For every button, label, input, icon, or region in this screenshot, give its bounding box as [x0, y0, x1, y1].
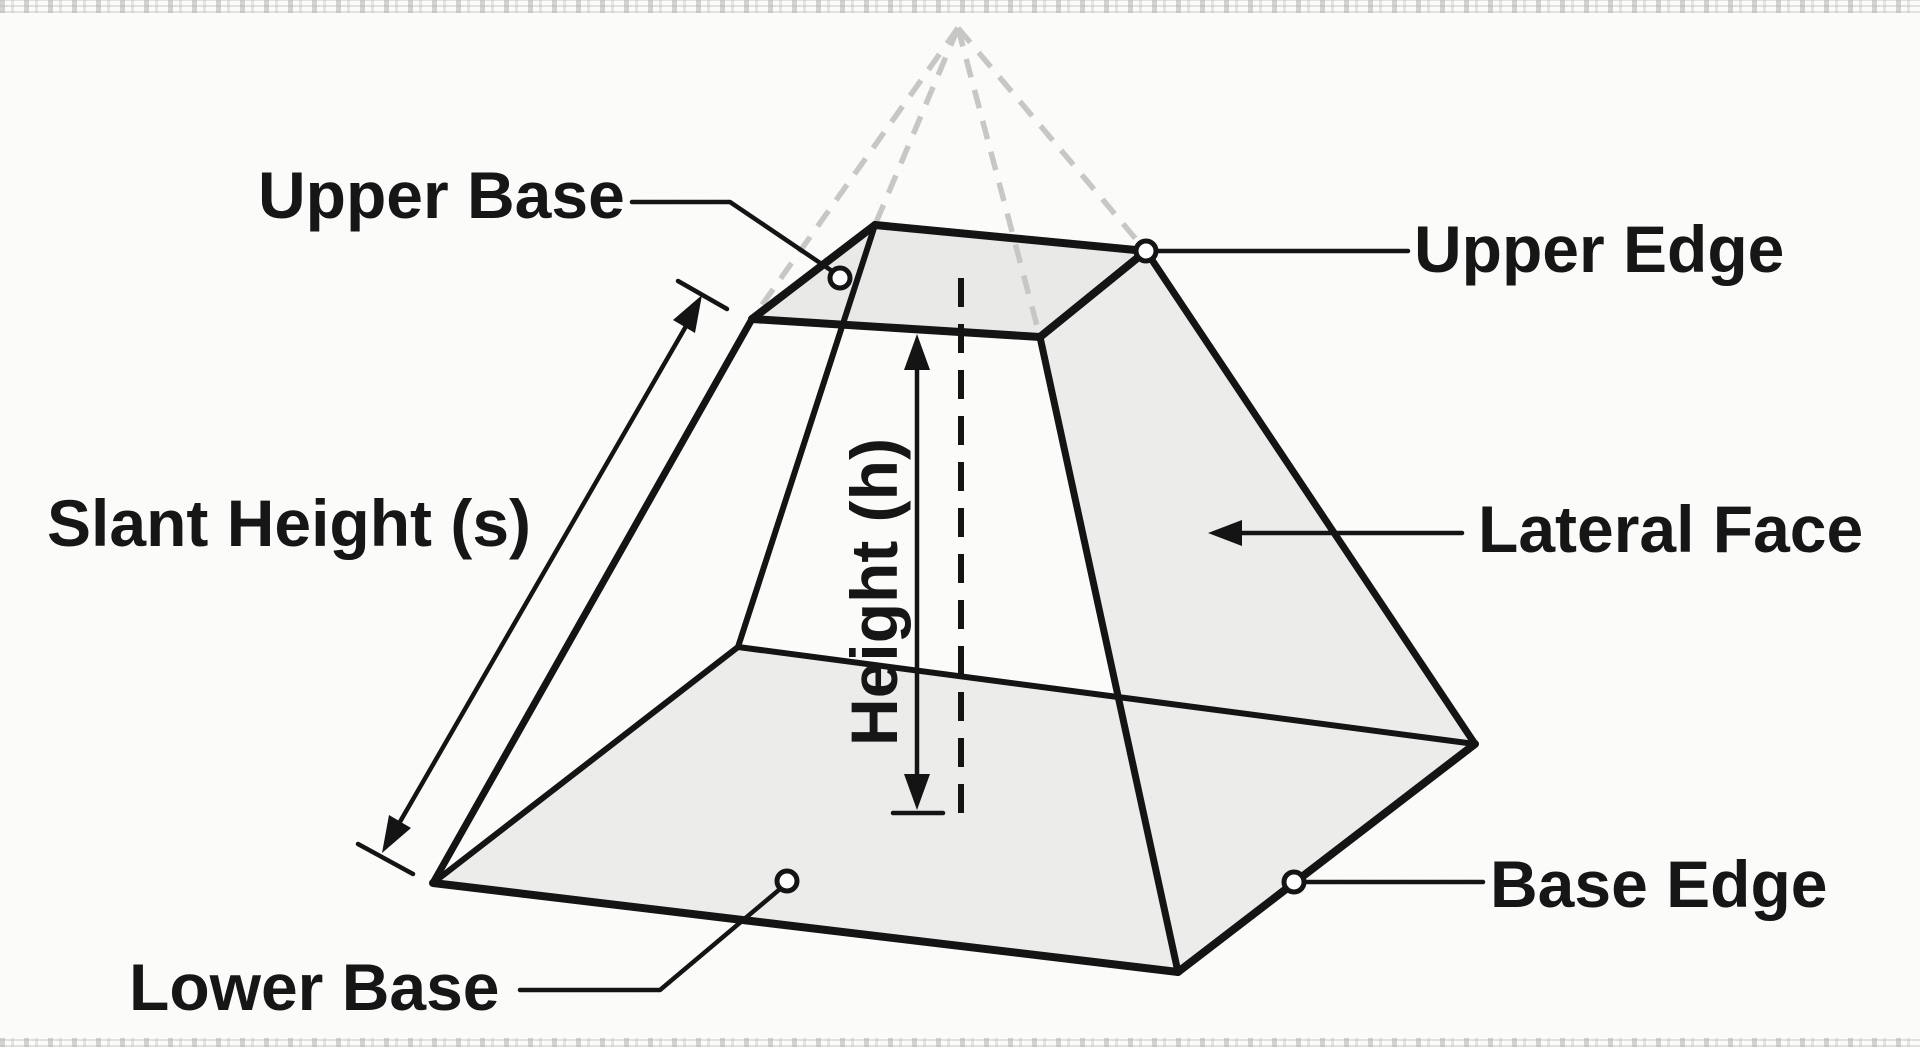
back-left-lateral-edge	[735, 222, 878, 650]
pyramid-dashed-edge-back-left	[872, 26, 961, 227]
upper-base-marker	[827, 265, 853, 291]
right-lateral-face	[1040, 251, 1475, 972]
lower-base-label: Lower Base	[129, 950, 500, 1024]
pyramid-dashed-edge-front-left	[749, 26, 961, 321]
upper-base-left-edge	[748, 221, 879, 323]
lower-base-marker	[774, 868, 800, 894]
slant-height-label: Slant Height (s)	[47, 486, 532, 560]
upper-base-top-edge	[871, 221, 1150, 255]
base-back-left-edge	[430, 644, 741, 886]
base-edge-label: Base Edge	[1490, 847, 1828, 921]
slant-top-tick	[675, 278, 730, 312]
height-label: Height (h)	[837, 438, 911, 746]
front-right-lateral-edge	[1036, 333, 1182, 976]
upper-edge-label: Upper Edge	[1414, 212, 1785, 286]
upper-base-label: Upper Base	[258, 158, 625, 232]
front-left-lateral-edge	[429, 315, 756, 887]
upper-base-leader	[629, 199, 835, 274]
base-front-left-edge	[429, 879, 1182, 976]
upper-base-bottom-edge	[748, 315, 1044, 341]
lateral-face-arrowhead	[1208, 520, 1242, 546]
base-edge-marker	[1281, 869, 1307, 895]
lower-base-leader	[517, 886, 783, 993]
height-arrowhead-bottom	[904, 774, 930, 810]
pyramid-dashed-edge-front-right	[955, 27, 1043, 338]
slant-bottom-tick	[355, 841, 416, 877]
slant-height-arrow-line	[394, 318, 692, 830]
right-lateral-edge	[1142, 247, 1479, 748]
slant-arrowhead-bottom	[382, 815, 411, 853]
lateral-face-label: Lateral Face	[1478, 492, 1864, 566]
base-back-right-edge	[735, 644, 1478, 747]
pyramid-dashed-edge-back-right	[955, 26, 1149, 253]
upper-base-right-edge	[1036, 247, 1150, 341]
slant-arrowhead-top	[673, 295, 702, 333]
base-front-right-edge	[1174, 740, 1479, 976]
height-arrowhead-top	[904, 334, 930, 370]
upper-edge-marker	[1133, 238, 1159, 264]
